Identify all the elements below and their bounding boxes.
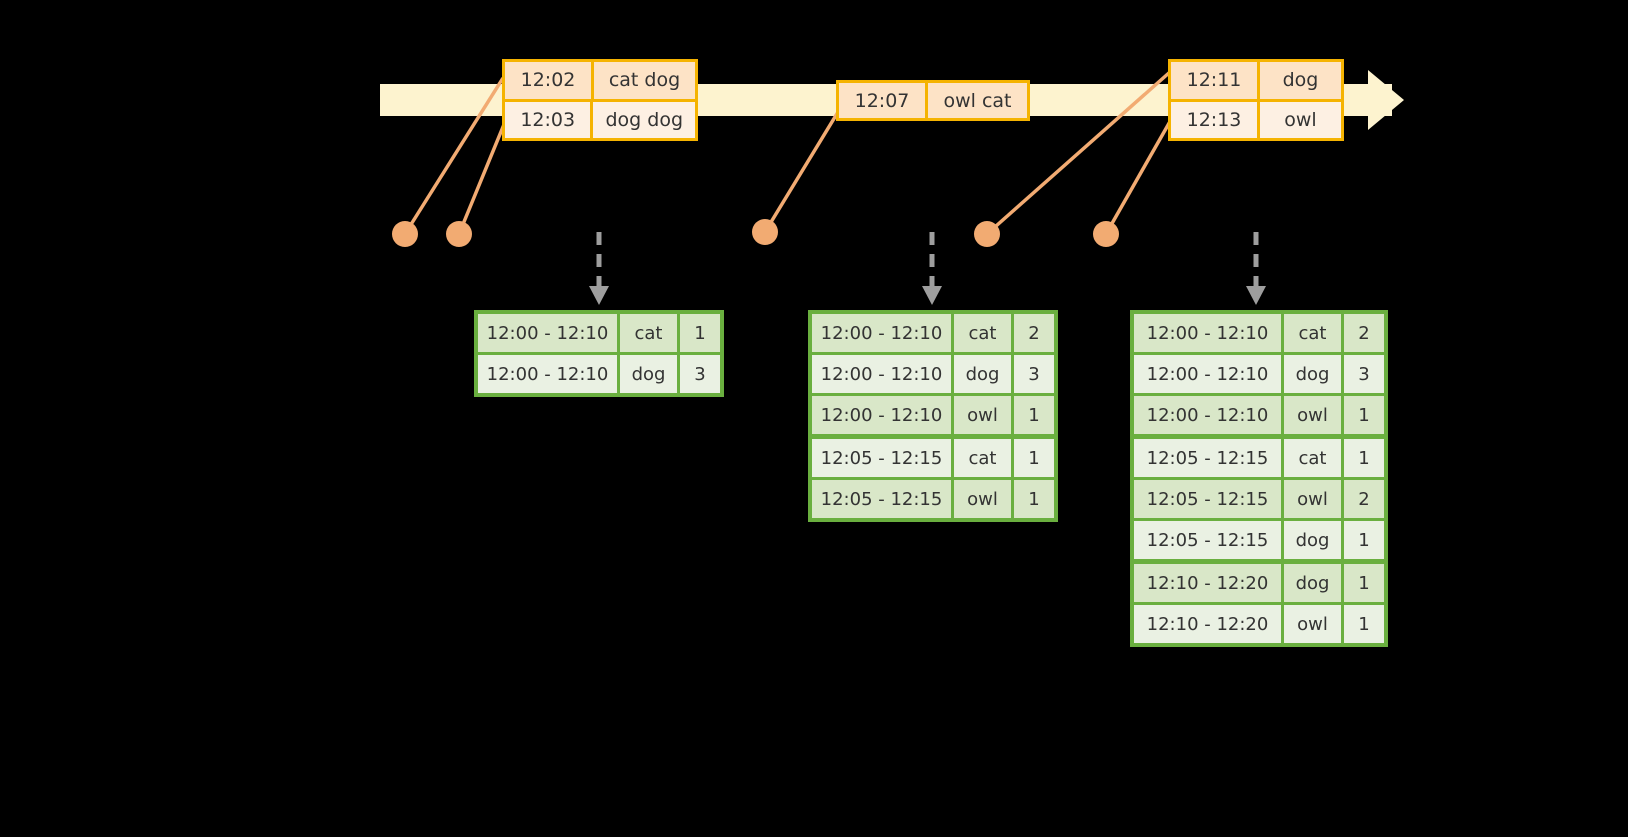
table-row: 12:05 - 12:15 cat 1 xyxy=(1134,434,1384,477)
emit-arrow-icon xyxy=(589,232,609,305)
event-words: owl cat xyxy=(928,83,1027,118)
cell-word: owl xyxy=(954,480,1014,518)
table-row: 12:00 - 12:10 dog 3 xyxy=(1134,352,1384,393)
cell-count: 1 xyxy=(1344,396,1384,434)
cell-window: 12:00 - 12:10 xyxy=(1134,314,1284,352)
table-row: 12:10 - 12:20 owl 1 xyxy=(1134,602,1384,643)
event-time: 12:07 xyxy=(839,83,928,118)
cell-word: cat xyxy=(1284,314,1344,352)
cell-window: 12:05 - 12:15 xyxy=(812,439,954,477)
table-row: 12:05 - 12:15 owl 2 xyxy=(1134,477,1384,518)
emit-arrow-icon xyxy=(1246,232,1266,305)
table-row: 12:00 - 12:10 owl 1 xyxy=(1134,393,1384,434)
result-table-2: 12:00 - 12:10 cat 2 12:00 - 12:10 dog 3 … xyxy=(808,310,1058,522)
event-row: 12:02 cat dog xyxy=(505,62,695,99)
cell-count: 3 xyxy=(1344,355,1384,393)
cell-window: 12:05 - 12:15 xyxy=(1134,480,1284,518)
cell-window: 12:00 - 12:10 xyxy=(812,314,954,352)
table-row: 12:00 - 12:10 dog 3 xyxy=(478,352,720,393)
cell-count: 1 xyxy=(1344,439,1384,477)
cell-count: 2 xyxy=(1344,314,1384,352)
stream-marker-dot xyxy=(1093,221,1119,247)
cell-word: owl xyxy=(1284,480,1344,518)
table-row: 12:00 - 12:10 dog 3 xyxy=(812,352,1054,393)
cell-count: 1 xyxy=(1344,605,1384,643)
table-row: 12:05 - 12:15 cat 1 xyxy=(812,434,1054,477)
cell-word: cat xyxy=(954,439,1014,477)
cell-word: owl xyxy=(954,396,1014,434)
event-time: 12:13 xyxy=(1171,101,1260,138)
cell-word: dog xyxy=(620,355,680,393)
event-words: owl xyxy=(1260,101,1341,138)
cell-window: 12:05 - 12:15 xyxy=(1134,439,1284,477)
cell-count: 3 xyxy=(680,355,720,393)
stream-marker-dot xyxy=(392,221,418,247)
table-row: 12:00 - 12:10 owl 1 xyxy=(812,393,1054,434)
event-words: dog xyxy=(1260,62,1341,99)
cell-window: 12:00 - 12:10 xyxy=(1134,396,1284,434)
cell-word: dog xyxy=(1284,521,1344,559)
table-row: 12:10 - 12:20 dog 1 xyxy=(1134,559,1384,602)
cell-window: 12:10 - 12:20 xyxy=(1134,605,1284,643)
event-row: 12:03 dog dog xyxy=(505,98,695,138)
event-words: dog dog xyxy=(593,101,695,138)
cell-count: 1 xyxy=(1014,480,1054,518)
cell-word: owl xyxy=(1284,605,1344,643)
cell-word: dog xyxy=(1284,564,1344,602)
cell-count: 1 xyxy=(680,314,720,352)
event-group-2: 12:07 owl cat xyxy=(836,80,1030,121)
table-row: 12:05 - 12:15 dog 1 xyxy=(1134,518,1384,559)
cell-window: 12:00 - 12:10 xyxy=(812,396,954,434)
event-row: 12:13 owl xyxy=(1171,98,1341,138)
stream-marker-dot xyxy=(974,221,1000,247)
result-table-3: 12:00 - 12:10 cat 2 12:00 - 12:10 dog 3 … xyxy=(1130,310,1388,647)
result-table-1: 12:00 - 12:10 cat 1 12:00 - 12:10 dog 3 xyxy=(474,310,724,397)
event-time: 12:02 xyxy=(505,62,594,99)
cell-window: 12:05 - 12:15 xyxy=(1134,521,1284,559)
event-words: cat dog xyxy=(594,62,695,99)
cell-count: 2 xyxy=(1344,480,1384,518)
cell-window: 12:10 - 12:20 xyxy=(1134,564,1284,602)
cell-count: 1 xyxy=(1344,564,1384,602)
cell-word: cat xyxy=(620,314,680,352)
cell-window: 12:00 - 12:10 xyxy=(812,355,954,393)
cell-count: 3 xyxy=(1014,355,1054,393)
cell-word: owl xyxy=(1284,396,1344,434)
event-time: 12:11 xyxy=(1171,62,1260,99)
event-group-3: 12:11 dog 12:13 owl xyxy=(1168,59,1344,141)
event-group-1: 12:02 cat dog 12:03 dog dog xyxy=(502,59,698,141)
stream-marker-dot xyxy=(446,221,472,247)
cell-window: 12:00 - 12:10 xyxy=(478,314,620,352)
event-row: 12:07 owl cat xyxy=(839,83,1027,118)
cell-count: 1 xyxy=(1014,396,1054,434)
table-row: 12:05 - 12:15 owl 1 xyxy=(812,477,1054,518)
cell-word: cat xyxy=(954,314,1014,352)
cell-word: cat xyxy=(1284,439,1344,477)
table-row: 12:00 - 12:10 cat 1 xyxy=(478,314,720,352)
cell-count: 1 xyxy=(1014,439,1054,477)
event-row: 12:11 dog xyxy=(1171,62,1341,99)
cell-window: 12:05 - 12:15 xyxy=(812,480,954,518)
timeline-arrowhead-icon xyxy=(1368,70,1404,130)
stream-marker-dot xyxy=(752,219,778,245)
event-time: 12:03 xyxy=(505,101,594,138)
cell-window: 12:00 - 12:10 xyxy=(1134,355,1284,393)
table-row: 12:00 - 12:10 cat 2 xyxy=(812,314,1054,352)
cell-count: 2 xyxy=(1014,314,1054,352)
table-row: 12:00 - 12:10 cat 2 xyxy=(1134,314,1384,352)
cell-word: dog xyxy=(954,355,1014,393)
cell-window: 12:00 - 12:10 xyxy=(478,355,620,393)
emit-arrow-icon xyxy=(922,232,942,305)
cell-count: 1 xyxy=(1344,521,1384,559)
cell-word: dog xyxy=(1284,355,1344,393)
